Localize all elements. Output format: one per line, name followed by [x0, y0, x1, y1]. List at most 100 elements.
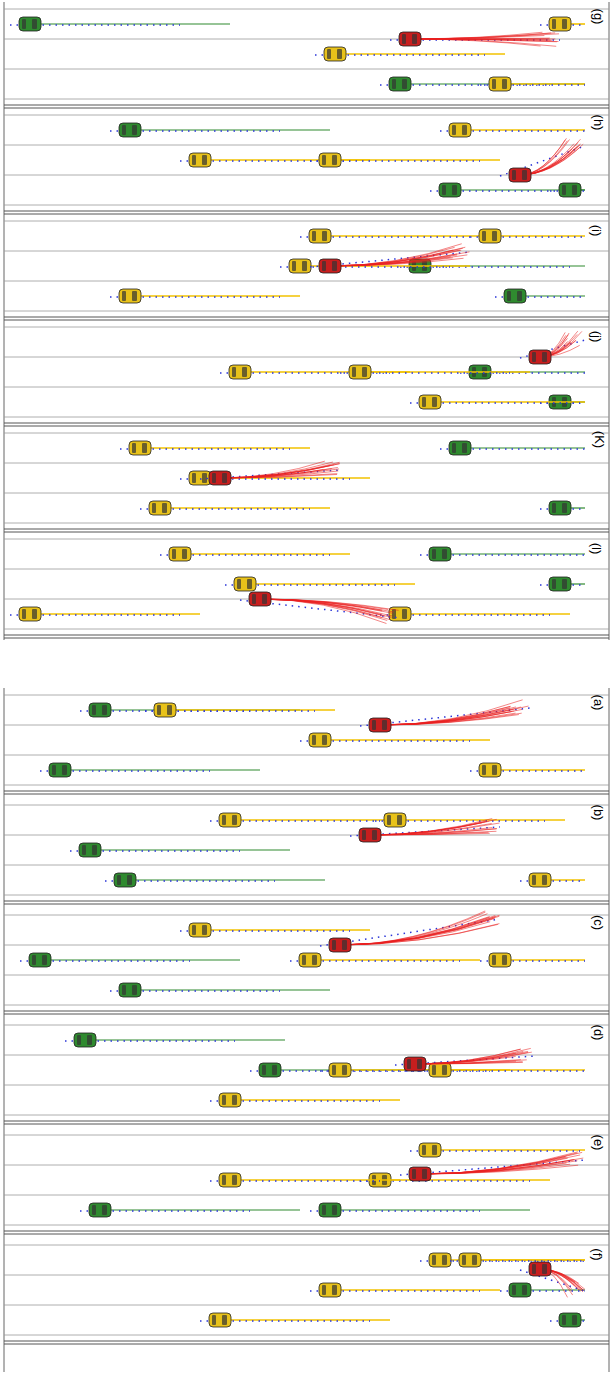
vehicle-window: [462, 1255, 466, 1265]
lane-line: [4, 433, 609, 434]
vehicle-window: [132, 443, 136, 453]
vehicle: [209, 1313, 231, 1327]
vehicle-window: [222, 1095, 226, 1105]
predicted-trajectory: [260, 599, 390, 620]
trajectory: [40, 959, 240, 960]
vehicle-window: [542, 875, 547, 885]
vehicle-window: [202, 155, 207, 165]
vehicle-window: [332, 1205, 337, 1215]
vehicle-window: [312, 231, 316, 241]
panel-label: (b): [592, 805, 605, 821]
predicted-trajectory: [260, 599, 382, 618]
lane-line: [4, 39, 609, 40]
vehicle-window: [482, 765, 486, 775]
vehicle-window: [22, 19, 26, 29]
vehicle-window: [132, 985, 137, 995]
road-edge: [4, 794, 609, 795]
road-edge: [4, 1344, 609, 1345]
vehicle-window: [102, 1205, 107, 1215]
predicted-trajectory: [330, 255, 457, 266]
road-edge: [4, 638, 609, 639]
road-edge: [4, 1124, 609, 1125]
vehicle-window: [262, 594, 267, 604]
vehicle-window: [292, 261, 296, 271]
vehicle-window: [122, 291, 126, 301]
vehicle: [209, 471, 231, 485]
lane-line: [4, 975, 609, 976]
vehicle-window: [542, 1264, 547, 1274]
vehicle: [509, 168, 531, 182]
predicted-trajectory: [260, 599, 392, 616]
vehicle-window: [192, 473, 196, 483]
lane-line: [4, 1305, 609, 1306]
vehicle: [449, 123, 471, 137]
predicted-trajectory: [220, 461, 325, 478]
vehicle-window: [552, 579, 556, 589]
predicted-trajectory: [420, 1152, 578, 1174]
predicted-trajectory: [420, 1158, 583, 1174]
vehicle-window: [422, 1145, 426, 1155]
panel-label: (i): [590, 225, 603, 237]
road-edge: [4, 426, 609, 427]
vehicle: [219, 813, 241, 827]
vehicle-window: [222, 1315, 227, 1325]
vehicle-window: [442, 1255, 447, 1265]
vehicle-window: [492, 955, 496, 965]
vehicle-window: [352, 367, 356, 377]
trajectory: [90, 849, 290, 850]
vehicle-window: [182, 549, 187, 559]
vehicle-window: [572, 185, 577, 195]
vehicle-window: [332, 1285, 337, 1295]
vehicle-window: [132, 125, 137, 135]
vehicle-window: [272, 1065, 277, 1075]
vehicle-window: [322, 155, 326, 165]
lane-line: [4, 205, 609, 206]
vehicle-window: [502, 955, 507, 965]
predicted-trajectory: [340, 919, 494, 945]
vehicle-window: [432, 397, 437, 407]
vehicle-window: [332, 261, 337, 271]
vehicle-window: [542, 352, 547, 362]
lane-line: [4, 695, 609, 696]
vehicle-window: [532, 1264, 536, 1274]
vehicle: [169, 547, 191, 561]
panel-label: (e): [592, 1135, 605, 1151]
vehicle-window: [387, 815, 391, 825]
vehicle-window: [462, 125, 467, 135]
vehicle-window: [412, 34, 417, 44]
predicted-trajectory: [380, 706, 510, 725]
lane-line: [4, 69, 609, 70]
vehicle: [319, 1283, 341, 1297]
road-edge: [4, 1121, 609, 1122]
predicted-trajectory: [420, 1157, 567, 1174]
panel-label: (g): [592, 9, 605, 25]
road-edge: [4, 791, 609, 792]
vehicle: [129, 441, 151, 455]
road-edge: [4, 635, 609, 636]
vehicle: [384, 813, 406, 827]
vehicle-window: [232, 367, 236, 377]
predicted-trajectory: [330, 250, 461, 266]
panel-label: (c): [592, 915, 605, 930]
vehicle-window: [332, 155, 337, 165]
vehicle: [489, 77, 511, 91]
vehicle: [459, 1253, 481, 1267]
lane-line: [4, 835, 609, 836]
predicted-trajectory: [330, 248, 463, 266]
predicted-trajectory: [415, 1051, 523, 1064]
vehicle-window: [517, 291, 522, 301]
vehicle: [429, 1253, 451, 1267]
predicted-trajectory: [330, 252, 470, 266]
vehicle: [479, 763, 501, 777]
lane-line: [4, 725, 609, 726]
predicted-trajectory: [340, 922, 490, 945]
lane-line: [4, 755, 609, 756]
vehicle-window: [397, 815, 402, 825]
vehicle: [329, 938, 351, 952]
vehicle: [309, 733, 331, 747]
vehicle: [559, 1313, 581, 1327]
vehicle: [359, 828, 381, 842]
vehicle: [119, 983, 141, 997]
vehicle: [389, 77, 411, 91]
vehicle: [219, 1173, 241, 1187]
